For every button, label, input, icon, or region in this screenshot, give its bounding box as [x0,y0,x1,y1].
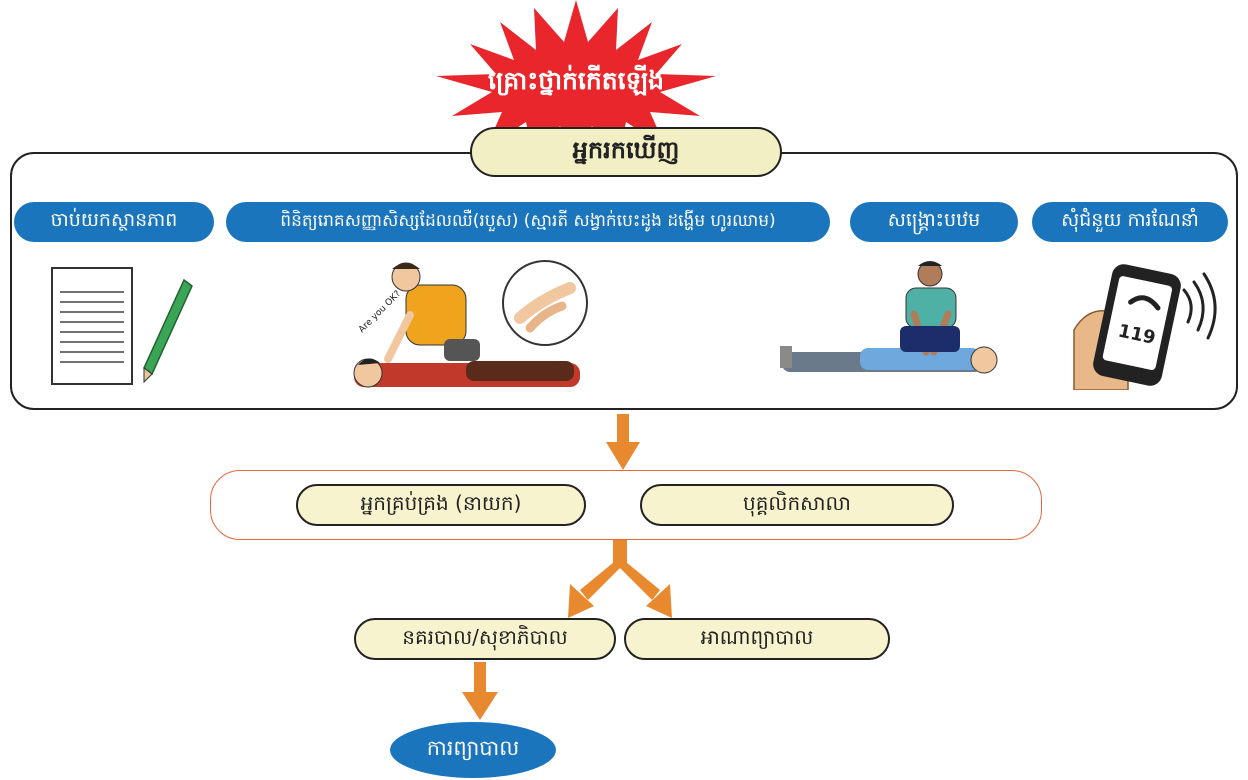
cpr-illustration [780,261,998,374]
signal-waves-icon [1182,272,1217,340]
phone-call-illustration: 119 [1073,264,1217,390]
school-staff-contact: បុគ្គលិកសាលា [640,484,954,526]
action-check-symptoms: ពិនិត្យរោគសញ្ញាសិស្សដែលឈឺ(របួស) (ស្មារតី… [226,202,830,242]
treatment-oval: ការព្យាបាល [390,722,556,778]
accident-label: គ្រោះថ្នាក់កើតឡើង [488,66,664,95]
medical-guardian-service: អាណាព្យាបាល [624,618,890,660]
notepad-icon [51,267,193,385]
pulse-check-icon [502,260,588,346]
contacts-panel [210,470,1042,540]
speech-text: Are you OK? [357,289,403,335]
finder-label: អ្នករកឃើញ [470,127,782,177]
arrow-down-2 [462,662,498,720]
accident-burst-shape [436,0,716,160]
rescuer-checking-patient-illustration: Are you OK? [353,262,580,388]
action-request-help: សុំជំនួយ ការណែនាំ [1032,202,1228,242]
action-assess-situation: ចាប់យកស្ថានភាព [14,202,214,242]
finder-actions-panel [10,152,1238,410]
action-first-aid: សង្គ្រោះបឋម [850,202,1018,242]
arrow-split [568,540,672,618]
pencil-icon [143,278,193,384]
arrow-down-1 [606,414,640,470]
manager-contact: អ្នកគ្រប់គ្រង (នាយក) [296,484,586,526]
police-health-service: នគរបាល/សុខាភិបាល [354,618,616,660]
